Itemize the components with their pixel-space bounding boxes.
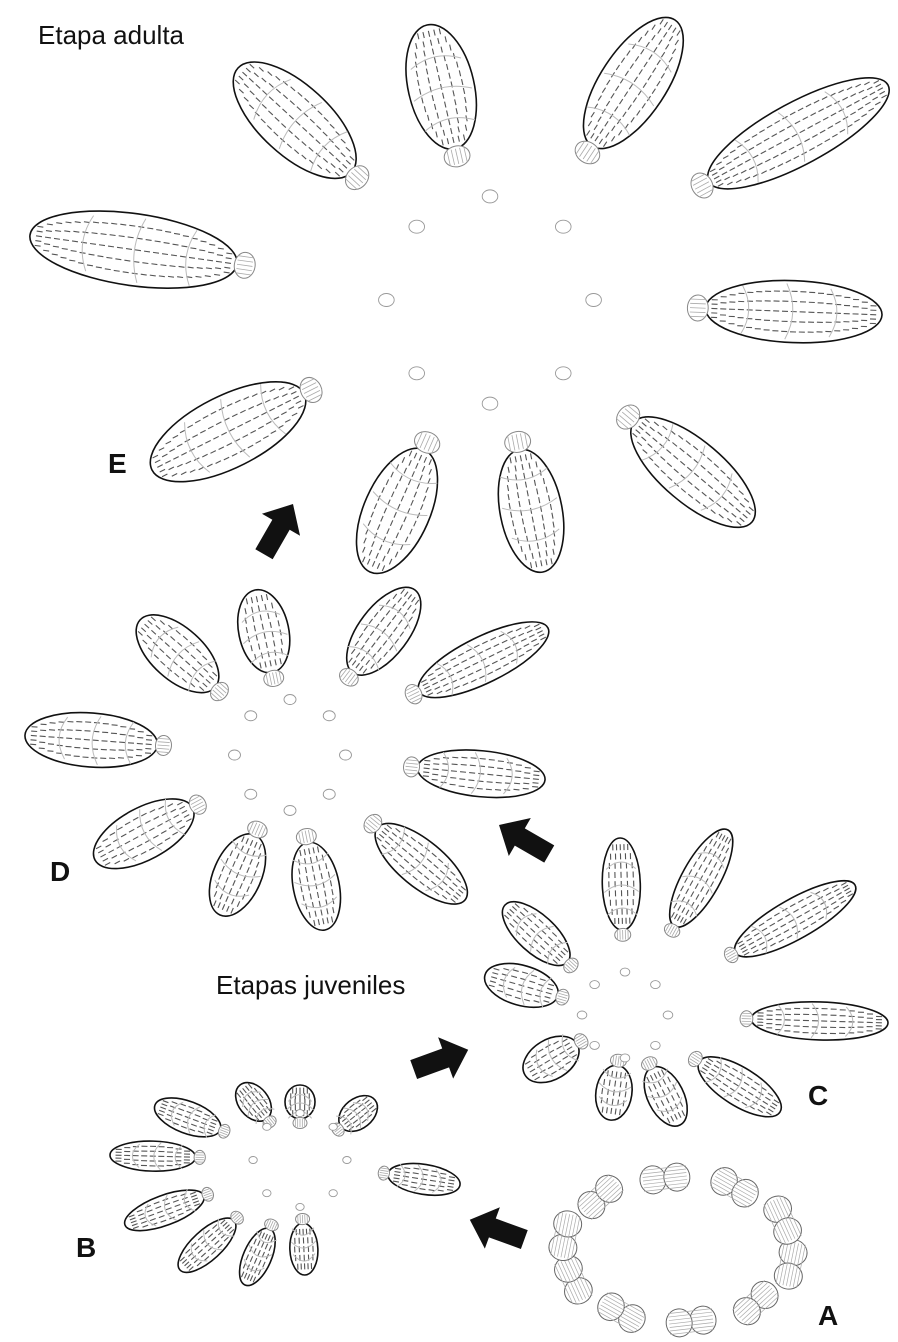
- petal-d-8: [198, 813, 283, 925]
- bud-a-6: [547, 1208, 584, 1263]
- stage-label-a: A: [818, 1300, 838, 1332]
- bud-e: [409, 367, 425, 380]
- bud-b: [249, 1157, 257, 1164]
- petal-d-1: [123, 601, 243, 717]
- arrow-c-to-d: [488, 806, 560, 873]
- arrow-d-to-e: [245, 493, 312, 565]
- bud-e: [555, 367, 571, 380]
- petal-b-4: [324, 1088, 384, 1145]
- petal-d-3: [324, 575, 435, 699]
- petal-e-8: [340, 420, 462, 586]
- arrow-a-to-b: [462, 1199, 532, 1260]
- petal-d-6: [352, 801, 480, 918]
- petal-b-5: [376, 1157, 462, 1199]
- bud-d: [245, 789, 257, 799]
- flowers-layer: [23, 2, 898, 1338]
- petal-d-7: [282, 824, 347, 934]
- bud-a-1: [772, 1237, 809, 1292]
- bud-a-4: [593, 1288, 650, 1337]
- bud-a-10: [759, 1192, 805, 1249]
- bud-b: [329, 1123, 337, 1130]
- bud-e: [379, 294, 395, 307]
- bud-c: [590, 981, 600, 989]
- petal-d-4: [396, 607, 558, 718]
- petal-b-3: [285, 1085, 315, 1129]
- bud-a-3: [665, 1305, 718, 1339]
- bud-a-5: [550, 1251, 596, 1308]
- bud-a-8: [638, 1162, 691, 1196]
- bud-b: [329, 1190, 337, 1197]
- bud-a-9: [706, 1163, 763, 1212]
- bud-a-2: [728, 1276, 784, 1330]
- petal-d-10: [23, 708, 174, 773]
- bud-c: [651, 981, 661, 989]
- petal-e-4: [678, 58, 898, 218]
- stage-label-c: C: [808, 1080, 828, 1112]
- petal-c-6: [680, 1040, 790, 1129]
- bud-e: [482, 397, 498, 410]
- petal-b-2: [228, 1076, 285, 1136]
- petal-e-1: [214, 42, 388, 210]
- bud-e: [409, 220, 425, 233]
- colony-stage-b: [110, 1076, 463, 1291]
- petal-e-5: [686, 277, 883, 346]
- bud-b: [296, 1110, 304, 1117]
- petal-d-2: [231, 585, 300, 692]
- title-juvenile-stages: Etapas juveniles: [216, 970, 405, 1001]
- bud-d: [284, 695, 296, 705]
- bud-d: [284, 805, 296, 815]
- petal-c-7: [630, 1050, 696, 1133]
- petal-e-3: [554, 2, 702, 180]
- bud-c: [651, 1041, 661, 1049]
- petal-e-6: [600, 387, 772, 546]
- bud-e: [482, 190, 498, 203]
- bud-a-7: [572, 1170, 628, 1224]
- bud-d: [339, 750, 351, 760]
- petal-e-7: [485, 426, 573, 578]
- colony-stage-d: [23, 575, 558, 935]
- colony-stage-a: [547, 1162, 810, 1339]
- bud-e: [586, 294, 602, 307]
- stage-label-e: E: [108, 448, 127, 480]
- bud-c: [590, 1041, 600, 1049]
- bud-d: [323, 789, 335, 799]
- stage-label-b: B: [76, 1232, 96, 1264]
- bud-c: [620, 968, 630, 976]
- bud-b: [343, 1157, 351, 1164]
- petal-e-2: [395, 18, 492, 174]
- petal-c-3: [652, 821, 744, 945]
- petal-c-4: [716, 868, 865, 976]
- bud-b: [263, 1190, 271, 1197]
- petal-b-7: [232, 1214, 286, 1290]
- bud-c: [577, 1011, 587, 1019]
- petal-c-2: [601, 837, 642, 941]
- bud-b: [263, 1123, 271, 1130]
- petal-b-1: [149, 1090, 235, 1148]
- petal-c-5: [739, 1000, 888, 1042]
- bud-d: [245, 711, 257, 721]
- bud-c: [663, 1011, 673, 1019]
- title-adult-stage: Etapa adulta: [38, 20, 184, 51]
- petal-d-9: [83, 778, 217, 883]
- petal-e-10: [25, 199, 260, 302]
- bud-b: [296, 1203, 304, 1210]
- petal-c-8: [592, 1052, 637, 1123]
- stage-label-d: D: [50, 856, 70, 888]
- petal-d-5: [401, 743, 547, 803]
- bud-d: [229, 750, 241, 760]
- petal-b-6: [288, 1213, 319, 1276]
- colony-stage-e: [25, 2, 898, 586]
- petal-c-9: [515, 1021, 597, 1092]
- bud-e: [555, 220, 571, 233]
- bud-c: [620, 1054, 630, 1062]
- petal-b-10: [110, 1140, 206, 1172]
- bud-d: [323, 711, 335, 721]
- petal-e-9: [136, 353, 337, 502]
- arrow-b-to-c: [406, 1029, 476, 1090]
